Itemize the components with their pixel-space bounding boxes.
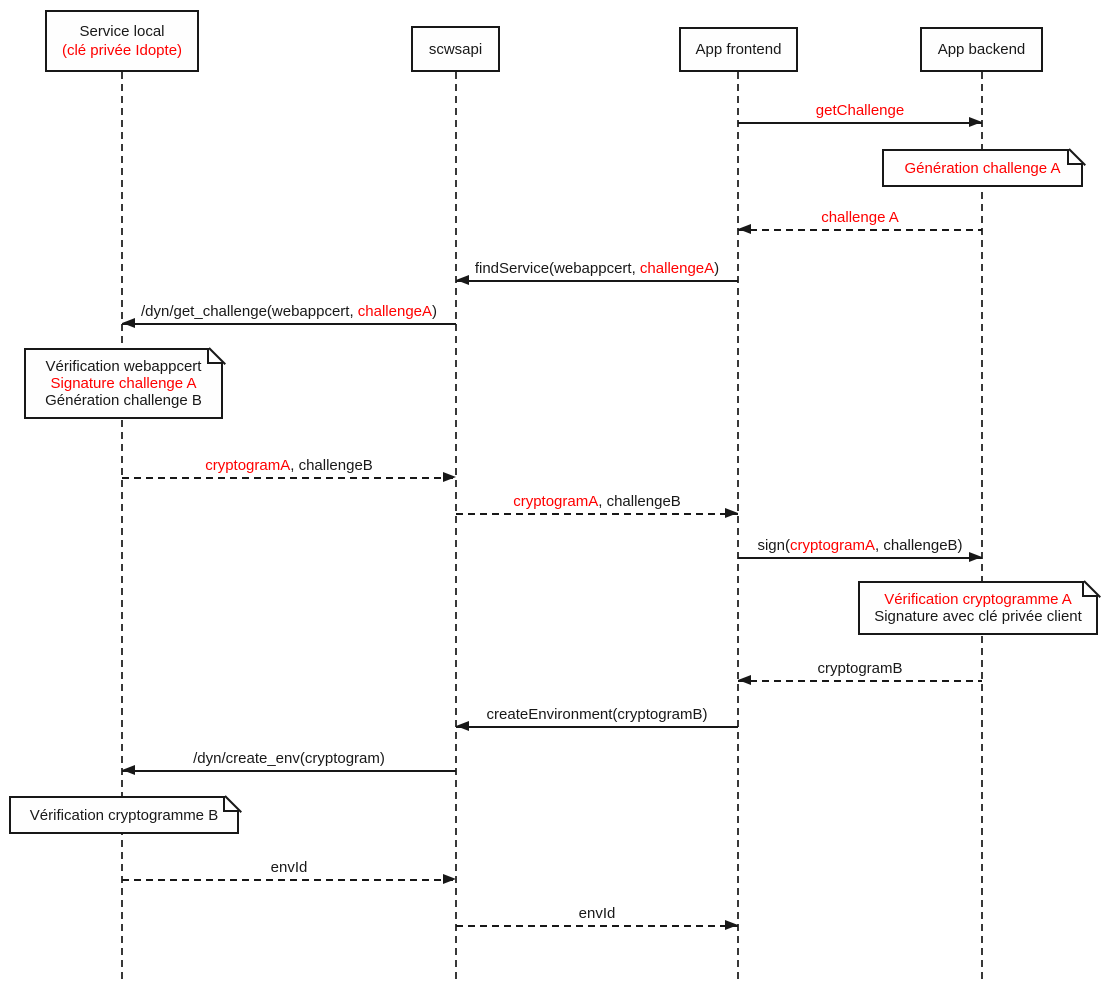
participant-label: App frontend (695, 41, 782, 58)
arrowhead-icon (725, 920, 738, 930)
message-line-cryptogram-b (738, 680, 982, 682)
message-label-segment: cryptogramB (817, 660, 903, 677)
message-line-challenge-a (738, 229, 982, 231)
message-label-segment: envId (270, 859, 308, 876)
note-text-line: Vérification cryptogramme B (29, 806, 219, 824)
arrowhead-icon (725, 508, 738, 518)
message-label-segment: createEnvironment(cryptogramB) (486, 706, 708, 723)
message-line-dyn-create-env (122, 770, 456, 772)
note-fold-corner-icon (207, 348, 223, 364)
note-fold-corner-icon (1067, 149, 1083, 165)
note-verification-cryptogramme-b: Vérification cryptogramme B (9, 796, 239, 834)
participant-service-local: Service local (clé privée Idopte) (45, 10, 199, 72)
message-label-segment: ) (714, 260, 720, 277)
message-label-segment: challengeA (357, 303, 433, 320)
participant-label: scwsapi (428, 40, 483, 58)
message-label-segment: challenge A (821, 209, 899, 226)
note-fold-corner-icon (223, 796, 239, 812)
message-label-segment: /dyn/create_env(cryptogram) (193, 750, 385, 767)
message-label-dyn-create-env: /dyn/create_env(cryptogram) (193, 750, 385, 768)
message-label-find-service: findService(webappcert, challengeA) (475, 260, 719, 278)
message-line-sign (738, 557, 982, 559)
message-label-challenge-a: challenge A (821, 209, 899, 227)
message-label-cryptogram-a-challenge-b-2: cryptogramA, challengeB (513, 493, 681, 511)
message-line-cryptogram-a-challenge-b-2 (456, 513, 738, 515)
arrowhead-icon (443, 472, 456, 482)
arrowhead-icon (443, 874, 456, 884)
message-label-segment: cryptogramA (205, 457, 291, 474)
message-line-create-environment (456, 726, 738, 728)
message-label-sign: sign(cryptogramA, challengeB) (757, 537, 962, 555)
participant-label: (clé privée Idopte) (61, 42, 183, 59)
note-generation-challenge-a: Génération challenge A (882, 149, 1083, 187)
message-label-segment: ) (432, 303, 438, 320)
lifeline-scwsapi (455, 72, 457, 982)
note-text-line: Vérification cryptogramme A (884, 591, 1072, 608)
participant-app-frontend: App frontend (679, 27, 798, 72)
note-fold-corner-icon (1082, 581, 1098, 597)
message-line-dyn-get-challenge (122, 323, 456, 325)
message-label-segment: , challengeB (290, 457, 373, 474)
message-line-cryptogram-a-challenge-b-1 (122, 477, 456, 479)
message-label-segment: cryptogramA (513, 493, 599, 510)
arrowhead-icon (456, 275, 469, 285)
message-label-segment: findService(webappcert, (474, 260, 640, 277)
arrowhead-icon (969, 117, 982, 127)
message-label-segment: envId (578, 905, 616, 922)
arrowhead-icon (738, 224, 751, 234)
message-label-segment: sign( (757, 537, 790, 554)
arrowhead-icon (456, 721, 469, 731)
message-label-segment: /dyn/get_challenge(webappcert, (140, 303, 358, 320)
participant-label: App backend (937, 41, 1026, 58)
arrowhead-icon (969, 552, 982, 562)
participant-app-backend: App backend (920, 27, 1043, 72)
lifeline-app-frontend (737, 72, 739, 982)
lifeline-app-backend (981, 72, 983, 982)
message-label-create-environment: createEnvironment(cryptogramB) (487, 706, 708, 724)
note-text-line: Génération challenge A (904, 159, 1061, 177)
message-label-segment: cryptogramA (789, 537, 875, 554)
message-label-cryptogram-b: cryptogramB (817, 660, 902, 678)
arrowhead-icon (122, 318, 135, 328)
note-text-line: Vérification webappcert (45, 358, 202, 375)
note-text-line: Signature challenge A (50, 375, 197, 392)
participant-label: Service local (79, 23, 165, 40)
message-label-get-challenge: getChallenge (816, 102, 904, 120)
message-line-find-service (456, 280, 738, 282)
arrowhead-icon (738, 675, 751, 685)
message-label-segment: getChallenge (815, 102, 905, 119)
lifeline-service-local (121, 72, 123, 982)
message-label-segment: , challengeB (598, 493, 681, 510)
participant-scwsapi: scwsapi (411, 26, 500, 72)
note-text-line: Signature avec clé privée client (874, 608, 1082, 625)
message-label-segment: , challengeB) (874, 537, 963, 554)
message-label-env-id-2: envId (579, 905, 616, 923)
arrowhead-icon (122, 765, 135, 775)
message-label-dyn-get-challenge: /dyn/get_challenge(webappcert, challenge… (141, 303, 437, 321)
message-line-env-id-1 (122, 879, 456, 881)
message-label-segment: challengeA (639, 260, 715, 277)
message-line-get-challenge (738, 122, 982, 124)
note-text-line: Génération challenge B (45, 392, 202, 409)
message-label-env-id-1: envId (271, 859, 308, 877)
message-label-cryptogram-a-challenge-b-1: cryptogramA, challengeB (205, 457, 373, 475)
message-line-env-id-2 (456, 925, 738, 927)
